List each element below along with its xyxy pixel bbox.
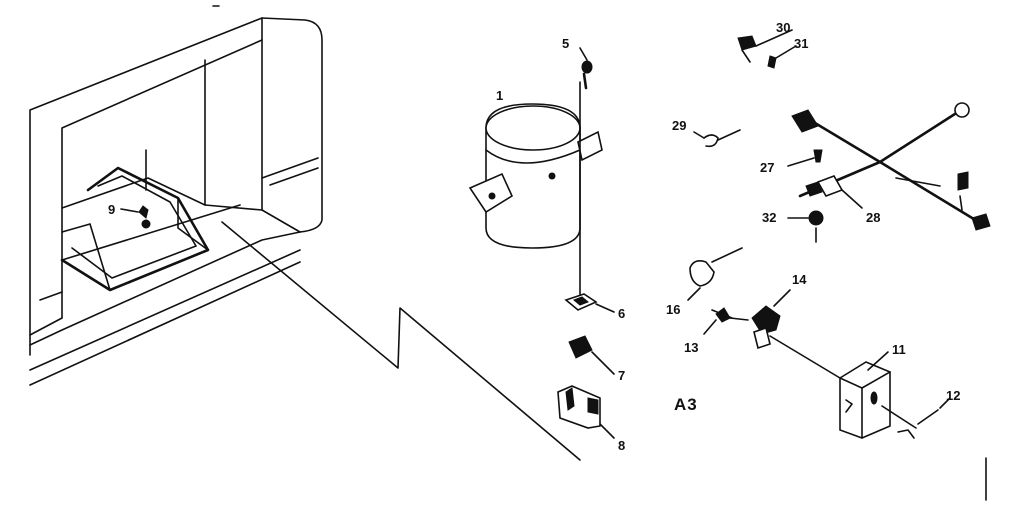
part-8-bracket bbox=[557, 385, 615, 439]
label-part-30: 30 bbox=[776, 20, 790, 35]
compressor bbox=[468, 103, 603, 249]
part-28-terminal bbox=[805, 175, 863, 209]
leader-line-relay bbox=[769, 335, 841, 379]
label-part-28: 28 bbox=[866, 210, 880, 225]
label-part-27: 27 bbox=[760, 160, 774, 175]
part-27-screw bbox=[787, 149, 823, 167]
part-32-nut bbox=[787, 210, 824, 243]
label-part-31: 31 bbox=[794, 36, 808, 51]
part-12-clip bbox=[881, 397, 951, 439]
label-part-13: 13 bbox=[684, 340, 698, 355]
part-13-clip bbox=[703, 307, 749, 335]
part-31-screw bbox=[767, 45, 797, 69]
part-6-clip bbox=[564, 293, 615, 313]
label-part-32: 32 bbox=[762, 210, 776, 225]
label-part-9: 9 bbox=[108, 202, 115, 217]
part-29-clip bbox=[693, 129, 741, 148]
label-part-29: 29 bbox=[672, 118, 686, 133]
label-part-11: 11 bbox=[892, 342, 906, 357]
cabinet-illustration bbox=[29, 17, 323, 386]
part-7-grommet bbox=[568, 335, 615, 375]
part-16-capacitor bbox=[687, 247, 743, 301]
part-14-overload bbox=[751, 289, 791, 350]
label-part-8: 8 bbox=[618, 438, 625, 453]
label-part-12: 12 bbox=[946, 388, 960, 403]
leader-line bbox=[221, 221, 581, 461]
label-part-16: 16 bbox=[666, 302, 680, 317]
label-part-6: 6 bbox=[618, 306, 625, 321]
label-part-7: 7 bbox=[618, 368, 625, 383]
label-part-1: 1 bbox=[496, 88, 503, 103]
section-label: A3 bbox=[674, 395, 698, 414]
label-part-14: 14 bbox=[792, 272, 807, 287]
part-30-bracket bbox=[737, 29, 793, 63]
part-5-screw bbox=[579, 47, 593, 90]
part-11-relay bbox=[839, 351, 891, 439]
wiring-harness bbox=[791, 102, 991, 231]
label-part-5: 5 bbox=[562, 36, 569, 51]
